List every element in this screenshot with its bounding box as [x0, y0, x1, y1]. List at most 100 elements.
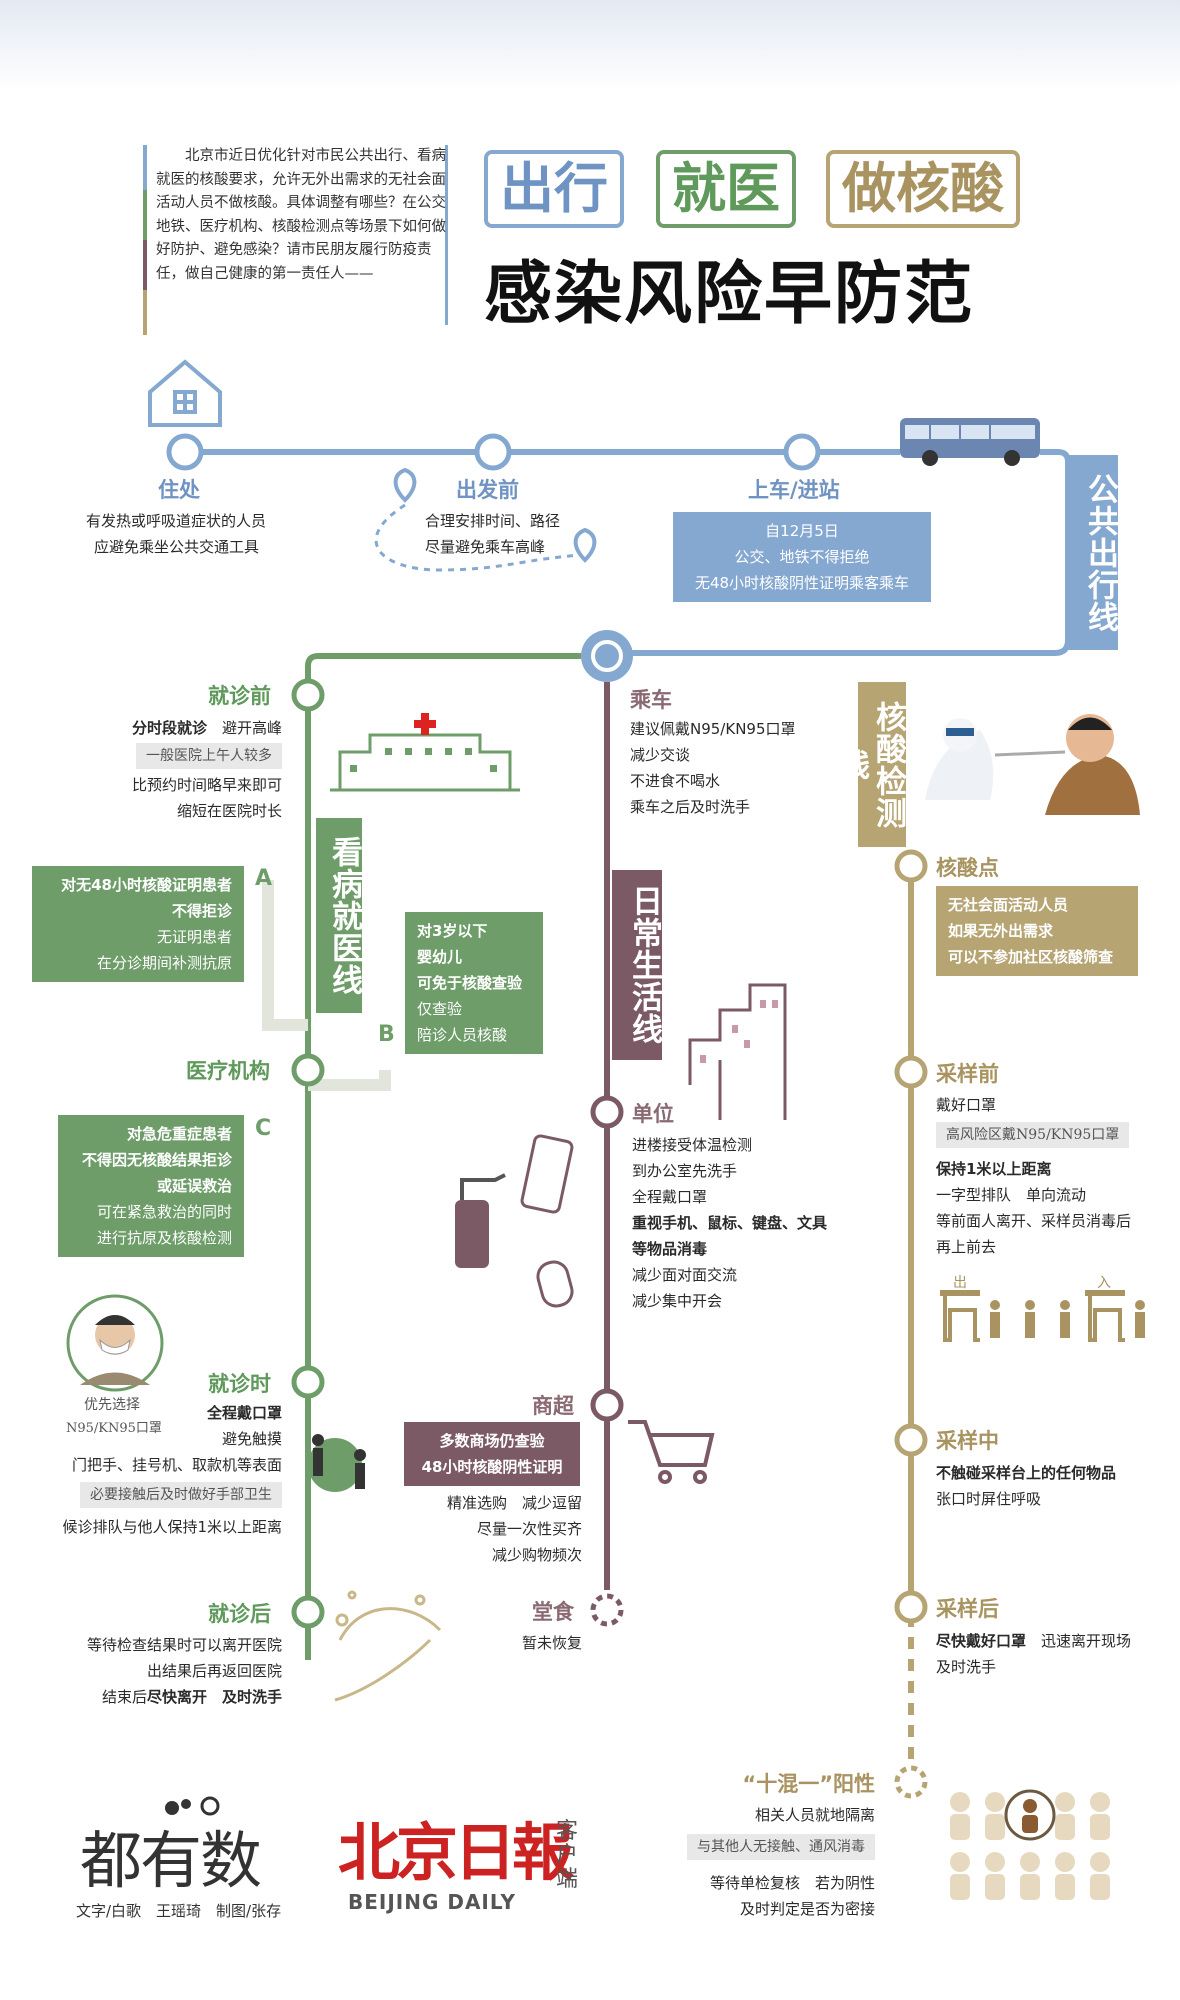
distance-icon: [308, 1434, 366, 1492]
work-line-3: 全程戴口罩: [632, 1188, 708, 1206]
mall-line-3: 减少购物频次: [491, 1546, 582, 1564]
phone-icon: [520, 1134, 574, 1214]
queue-doors-icon: [940, 1290, 1145, 1342]
policy-b-letter: B: [378, 1022, 395, 1047]
institution-title: 医疗机构: [186, 1059, 270, 1083]
home-line-2: 应避免乘坐公共交通工具: [94, 538, 260, 556]
mask-note-line-2: N95/KN95口罩: [66, 1421, 162, 1436]
policy-c-box: 对急危重症患者 不得因无核酸结果拒诊 或延误救治 可在紧急救治的同时 进行抗原及…: [58, 1115, 244, 1257]
handwash-icon: [334, 1590, 442, 1702]
test-line-label: 核酸检测线: [833, 682, 906, 847]
mixed-positive-pill: 与其他人无接触、通风消毒: [687, 1834, 875, 1860]
before-visit-title: 就诊前: [208, 684, 271, 708]
work-line-7: 减少集中开会: [632, 1292, 723, 1310]
policy-a-letter: A: [255, 866, 273, 891]
work-line-1: 进楼接受体温检测: [632, 1136, 753, 1154]
station-during-sampling: [894, 1423, 928, 1457]
after-sampling-title: 采样后: [936, 1597, 999, 1621]
before-visit-line-3: 缩短在医院时长: [176, 802, 282, 820]
mouse-icon: [536, 1260, 574, 1308]
station-depart: [474, 433, 512, 471]
depart-route-dashes: [374, 503, 581, 572]
depart-line-1: 合理安排时间、路径: [425, 512, 561, 530]
mall-policy-box: 多数商场仍查验 48小时核酸阴性证明: [404, 1422, 580, 1486]
before-sampling-line-2: 一字型排队 单向流动: [936, 1186, 1087, 1204]
canteen-title: 堂食: [532, 1600, 574, 1624]
bus-icon: [900, 418, 1040, 466]
work-line-6: 减少面对面交流: [632, 1266, 738, 1284]
masked-person-icon: [66, 1294, 164, 1392]
board-title: 上车/进站: [748, 478, 840, 502]
before-sampling-bold: 保持1米以上距离: [936, 1160, 1052, 1178]
mixed-positive-line-3: 及时判定是否为密接: [739, 1900, 875, 1918]
before-visit-line-2: 比预约时间略早来即可: [131, 776, 282, 794]
test-point-box: 无社会面活动人员 如果无外出需求 可以不参加社区核酸筛查: [936, 886, 1138, 976]
policy-c-letter: C: [255, 1116, 272, 1141]
swab-sampling-icon: [925, 714, 1140, 815]
mall-title: 商超: [532, 1394, 574, 1418]
client-label: 客户端: [556, 1819, 579, 1892]
policy-b-box: 对3岁以下 婴幼儿 可免于核酸查验 仅查验 陪诊人员核酸: [405, 912, 543, 1054]
hospital-line-label: 看病就医线: [316, 818, 362, 1013]
work-line-5: 等物品消毒: [632, 1240, 708, 1258]
door-in-label: 入: [1097, 1275, 1111, 1291]
station-home: [166, 433, 204, 471]
station-institution: [291, 1053, 325, 1087]
beijing-daily-logo: 北京日報: [338, 1816, 574, 1889]
before-sampling-pill: 高风险区戴N95/KN95口罩: [936, 1122, 1130, 1148]
after-sampling-line-1: 尽快戴好口罩 迅速离开现场: [936, 1632, 1132, 1650]
beijing-daily-english: BEIJING DAILY: [348, 1890, 516, 1914]
dudushu-logo: 都有数: [80, 1824, 262, 1897]
test-stations: [894, 849, 928, 1799]
policy-a-box: 对无48小时核酸证明患者 不得拒诊 无证明患者 在分诊期间补测抗原: [32, 866, 244, 982]
after-visit-title: 就诊后: [208, 1602, 271, 1626]
mixed-positive-line-1: 相关人员就地隔离: [754, 1806, 875, 1824]
daily-stations: [590, 1095, 624, 1627]
station-mixed-positive: [894, 1765, 928, 1799]
during-visit-title: 就诊时: [208, 1372, 271, 1396]
hospital-connectors: [262, 880, 391, 1091]
during-visit-pill: 必要接触后及时做好手部卫生: [80, 1482, 282, 1508]
distance-label: 1米: [342, 1517, 364, 1532]
station-before-visit: [291, 678, 325, 712]
hospital-building-icon: [330, 733, 520, 792]
during-visit-line-4: 候诊排队与他人保持1米以上距离: [62, 1518, 282, 1536]
transit-stations: [166, 433, 821, 471]
before-sampling-line-4: 再上前去: [936, 1238, 997, 1256]
station-before-sampling: [894, 1055, 928, 1089]
depart-title: 出发前: [456, 478, 519, 502]
station-work: [590, 1095, 624, 1129]
work-title: 单位: [632, 1102, 674, 1126]
tag-testing: 做核酸: [826, 150, 1020, 228]
depart-line-2: 尽量避免乘车高峰: [425, 538, 546, 556]
canteen-line-1: 暂未恢复: [521, 1634, 582, 1652]
crowd-isolation-icon: [950, 1789, 1110, 1900]
during-sampling-bold: 不触碰采样台上的任何物品: [936, 1464, 1117, 1482]
red-cross-icon: [414, 713, 436, 735]
home-title: 住处: [158, 478, 200, 502]
home-line-1: 有发热或呼吸道症状的人员: [86, 512, 267, 530]
ride-line-2: 减少交谈: [630, 746, 691, 764]
ride-line-3: 不进食不喝水: [630, 772, 721, 790]
transit-line: [185, 449, 1071, 656]
house-icon: [148, 359, 222, 427]
before-visit-line-1: 分时段就诊 避开高峰: [131, 719, 282, 737]
during-visit-line-2: 避免触摸: [221, 1430, 282, 1448]
dudushu-logo-icon: [165, 1796, 220, 1816]
before-sampling-line-1: 戴好口罩: [936, 1096, 997, 1114]
test-point-title: 核酸点: [936, 856, 999, 880]
work-line-4: 重视手机、鼠标、键盘、文具: [632, 1214, 828, 1232]
station-board: [783, 433, 821, 471]
before-sampling-title: 采样前: [936, 1062, 999, 1086]
ride-title: 乘车: [630, 688, 672, 712]
during-visit-line-3: 门把手、挂号机、取款机等表面: [71, 1456, 282, 1474]
after-visit-line-2: 出结果后再返回医院: [146, 1662, 282, 1680]
tag-medical: 就医: [656, 150, 796, 228]
intro-color-bars: [143, 145, 448, 335]
during-sampling-title: 采样中: [936, 1429, 999, 1453]
office-buildings-icon: [688, 983, 787, 1120]
mixed-positive-title: “十混一”阳性: [742, 1772, 875, 1796]
board-policy-box: 自12月5日 公交、地铁不得拒绝 无48小时核酸阴性证明乘客乘车: [673, 512, 931, 602]
station-mall: [590, 1388, 624, 1422]
